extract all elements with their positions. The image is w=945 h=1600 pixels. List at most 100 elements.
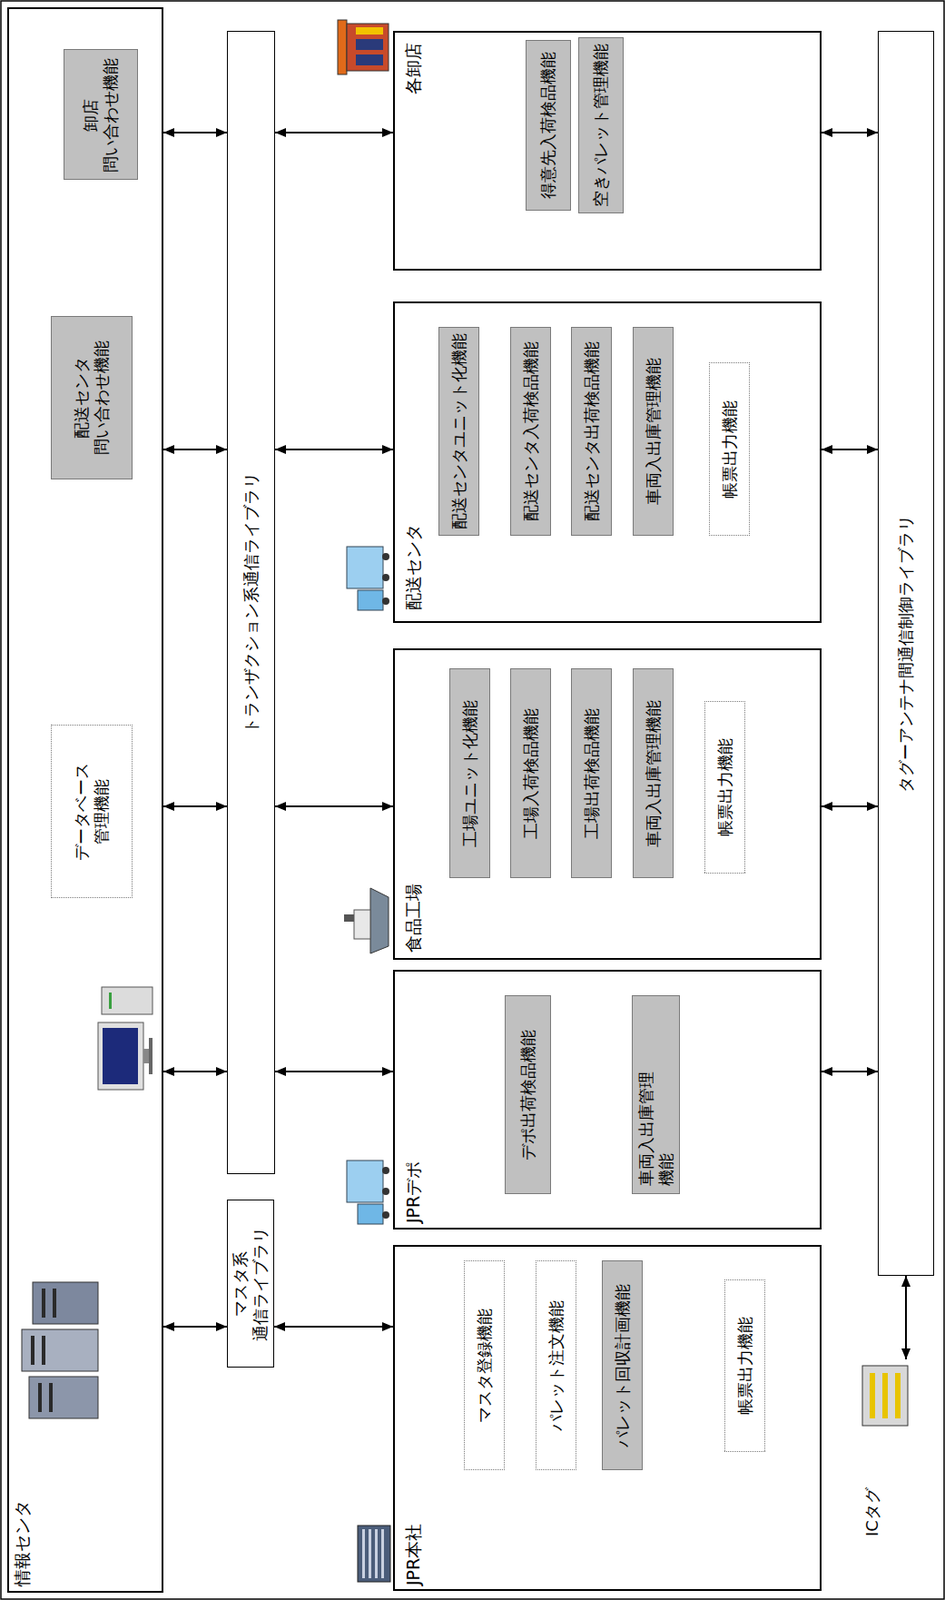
box-label: タグーアンテナ間通信制御ライブラリ [895,514,916,793]
truck-wheel [382,597,390,605]
region-heading: 情報センタ [11,1499,33,1586]
site-box: JPR本社マスタ登録機能パレット注文機能パレット回収計画機能帳票出力機能 [393,1244,822,1591]
tag-body [862,1365,908,1426]
connector-arrow [275,448,394,451]
connector-arrow [905,1275,907,1359]
ship-hull [370,887,389,954]
monitor-screen [102,1027,138,1084]
box-label: パレット回収計画機能 [612,1283,633,1448]
building-stripe [374,1528,378,1578]
truck-cargo [346,1160,384,1202]
box-label: ICタグ [862,1486,883,1536]
box-label: 車両入出庫管理機能 [643,699,664,847]
function-box: 工場入荷検品機能 [510,668,552,878]
function-box: 工場ユニット化機能 [449,668,491,878]
box-label: 帳票出力機能 [715,738,736,837]
box-label: デポ出荷検品機能 [518,1029,539,1161]
box-label: 配送センタ 問い合わせ機能 [71,329,111,466]
server-tower [29,1376,99,1418]
box-label: マスタ系 通信ライブラリ [230,1215,270,1352]
drive-slot [108,992,112,1009]
building-stripe [381,1528,384,1578]
connector-arrow [821,448,878,451]
box-label: 車両入出庫管理 機能 [636,1058,676,1186]
connector-arrow [274,1325,394,1328]
optional-function-box: マスタ登録機能 [463,1260,505,1470]
region-heading: 配送センタ [403,523,424,611]
tag-stripe [895,1372,901,1418]
monitor-stand [143,1048,149,1064]
ship-funnel [344,914,355,922]
tag-stripe [882,1372,888,1418]
library-band: マスタ系 通信ライブラリ [226,1199,275,1368]
connector-arrow [821,131,878,134]
function-box: デポ出荷検品機能 [504,994,552,1194]
function-box: 卸店 問い合わせ機能 [63,49,138,181]
site-box: 各卸店 得意先入荷検品機能 空きパレット管理機能 [393,30,822,271]
box-label: 配送センタ入荷検品機能 [521,341,542,522]
monitor-frame [98,1022,144,1090]
monitor-base [148,1037,153,1074]
box-label: 配送センタ出荷検品機能 [581,341,602,522]
optional-function-box: データベース 管理機能 [50,724,133,898]
box-label: 帳票出力機能 [735,1316,756,1415]
library-band: トランザクション系通信ライブラリ [226,30,276,1174]
library-band: タグーアンテナ間通信制御ライブラリ [877,30,935,1276]
server-slot [38,1382,42,1412]
box-label: 得意先入荷検品機能 [538,51,559,199]
store-window [355,39,384,50]
ic-tag-icon [862,1365,908,1426]
function-box: 車両入出庫管理機能 [632,668,674,878]
building-body [357,1525,391,1582]
function-box: 工場出荷検品機能 [570,668,612,878]
function-box: 配送センタ入荷検品機能 [510,326,552,536]
region-heading: 各卸店 [403,42,424,95]
optional-function-box: 帳票出力機能 [724,1279,766,1452]
optional-function-box: 帳票出力機能 [708,362,750,536]
building-stripe [368,1528,372,1578]
ship-cabin [354,909,371,939]
office-building-icon [357,1525,391,1582]
region-heading: JPR本社 [403,1523,424,1585]
ship-icon [344,887,389,954]
connector-arrow [163,1325,227,1328]
function-box: 配送センタユニット化機能 [438,326,480,536]
function-box: 配送センタ 問い合わせ機能 [50,315,133,480]
building-stripe [362,1528,365,1578]
computer-tower [101,986,153,1014]
store-icon [337,19,389,75]
truck-wheel [382,1166,390,1174]
store-window [355,54,384,66]
truck-wheel [382,1187,390,1195]
computer-icon [98,986,153,1090]
box-label: 工場出荷検品機能 [581,708,602,839]
connector-arrow [821,805,878,808]
truck-icon [346,1160,390,1224]
box-label: トランザクション系通信ライブラリ [241,472,262,734]
site-box: JPRデポ デポ出荷検品機能 車両入出庫管理 機能 [393,969,822,1230]
box-label: 卸店 問い合わせ機能 [80,56,120,175]
connector-arrow [163,448,227,451]
function-box: 車両入出庫管理 機能 [631,994,680,1194]
server-slot [52,1288,57,1318]
truck-wheel [382,573,390,581]
server-slot [41,1335,46,1365]
connector-arrow [275,805,394,808]
region-heading: JPRデポ [403,1161,424,1223]
server-icon [21,1281,99,1418]
region-heading: 食品工場 [403,883,424,953]
box-label: 空きパレット管理機能 [590,43,611,207]
tag-stripe [869,1372,876,1418]
connector-arrow [163,131,227,134]
connector-arrow [821,1070,878,1073]
function-box: 配送センタ出荷検品機能 [570,326,612,536]
box-label: データベース 管理機能 [71,752,111,871]
box-label: マスタ登録機能 [474,1308,495,1423]
truck-icon [346,546,390,611]
server-tower [21,1328,99,1371]
store-body [346,23,389,71]
box-label: 配送センタユニット化機能 [449,333,470,530]
